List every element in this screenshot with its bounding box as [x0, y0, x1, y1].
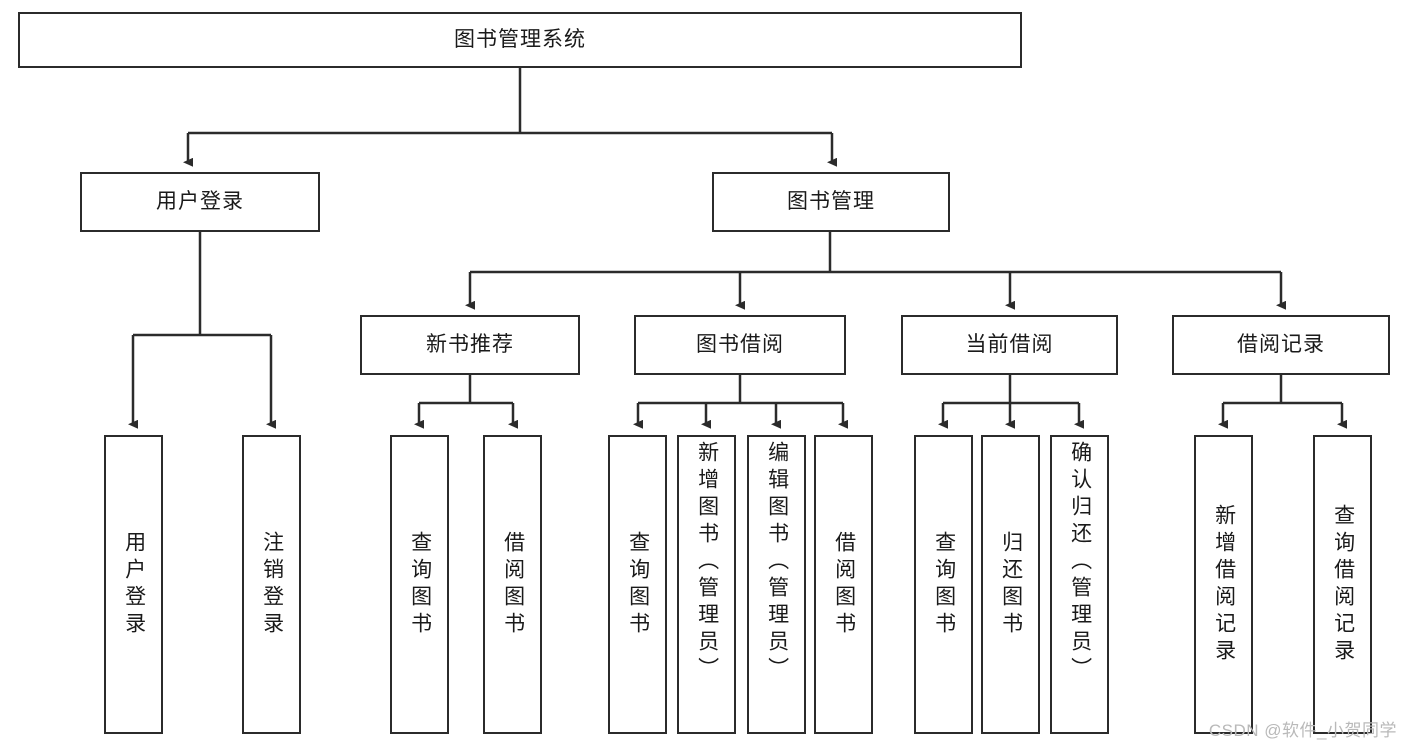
node-borrow-record[interactable]: 借阅记录 [1172, 315, 1390, 375]
leaf-borrow-borrow-book[interactable]: 借阅图书 [814, 435, 873, 734]
leaf-text-wrap: 新增借阅记录 [1196, 437, 1251, 732]
leaf-current-return-book-label: 归还图书 [999, 530, 1023, 639]
leaf-recommend-borrow-book[interactable]: 借阅图书 [483, 435, 542, 734]
node-root-label: 图书管理系统 [454, 28, 586, 52]
leaf-borrow-query-book[interactable]: 查询图书 [608, 435, 667, 734]
node-root[interactable]: 图书管理系统 [18, 12, 1022, 68]
leaf-record-add-record-label: 新增借阅记录 [1212, 503, 1236, 666]
leaf-user-login-logout-label: 注销登录 [260, 530, 284, 639]
leaf-text-wrap: 借阅图书 [816, 437, 871, 732]
leaf-text-wrap: 用户登录 [106, 437, 161, 732]
leaf-text-wrap: 新增图书（管理员） [679, 437, 734, 732]
leaf-record-add-record[interactable]: 新增借阅记录 [1194, 435, 1253, 734]
leaf-borrow-query-book-label: 查询图书 [626, 530, 650, 639]
node-new-book-recommend-label: 新书推荐 [426, 333, 514, 357]
node-book-borrow-label: 图书借阅 [696, 333, 784, 357]
node-borrow-record-label: 借阅记录 [1237, 333, 1325, 357]
node-user-login[interactable]: 用户登录 [80, 172, 320, 232]
leaf-user-login-login[interactable]: 用户登录 [104, 435, 163, 734]
leaf-text-wrap: 借阅图书 [485, 437, 540, 732]
leaf-current-confirm-return-admin[interactable]: 确认归还（管理员） [1050, 435, 1109, 734]
leaf-recommend-query-book-label: 查询图书 [408, 530, 432, 639]
node-book-management-label: 图书管理 [787, 190, 875, 214]
leaf-borrow-add-book-admin-label: 新增图书（管理员） [695, 441, 719, 684]
leaf-user-login-logout[interactable]: 注销登录 [242, 435, 301, 734]
leaf-text-wrap: 查询图书 [392, 437, 447, 732]
node-new-book-recommend[interactable]: 新书推荐 [360, 315, 580, 375]
leaf-borrow-borrow-book-label: 借阅图书 [832, 530, 856, 639]
leaf-user-login-login-label: 用户登录 [122, 530, 146, 639]
node-current-borrow-label: 当前借阅 [965, 333, 1054, 357]
leaf-borrow-edit-book-admin-label: 编辑图书（管理员） [765, 441, 789, 684]
leaf-text-wrap: 查询图书 [610, 437, 665, 732]
leaf-current-confirm-return-admin-label: 确认归还（管理员） [1068, 441, 1092, 684]
node-book-borrow[interactable]: 图书借阅 [634, 315, 846, 375]
leaf-current-query-book[interactable]: 查询图书 [914, 435, 973, 734]
leaf-recommend-query-book[interactable]: 查询图书 [390, 435, 449, 734]
leaf-borrow-edit-book-admin[interactable]: 编辑图书（管理员） [747, 435, 806, 734]
leaf-current-query-book-label: 查询图书 [932, 530, 956, 639]
leaf-text-wrap: 确认归还（管理员） [1052, 437, 1107, 732]
leaf-text-wrap: 查询借阅记录 [1315, 437, 1370, 732]
leaf-current-return-book[interactable]: 归还图书 [981, 435, 1040, 734]
leaf-text-wrap: 查询图书 [916, 437, 971, 732]
leaf-record-query-record-label: 查询借阅记录 [1331, 503, 1355, 666]
leaf-text-wrap: 归还图书 [983, 437, 1038, 732]
node-book-management[interactable]: 图书管理 [712, 172, 950, 232]
watermark: CSDN @软件_小贺同学 [1208, 721, 1397, 740]
leaf-borrow-add-book-admin[interactable]: 新增图书（管理员） [677, 435, 736, 734]
node-user-login-label: 用户登录 [156, 190, 244, 214]
leaf-record-query-record[interactable]: 查询借阅记录 [1313, 435, 1372, 734]
leaf-text-wrap: 注销登录 [244, 437, 299, 732]
leaf-text-wrap: 编辑图书（管理员） [749, 437, 804, 732]
leaf-recommend-borrow-book-label: 借阅图书 [501, 530, 525, 639]
node-current-borrow[interactable]: 当前借阅 [901, 315, 1118, 375]
